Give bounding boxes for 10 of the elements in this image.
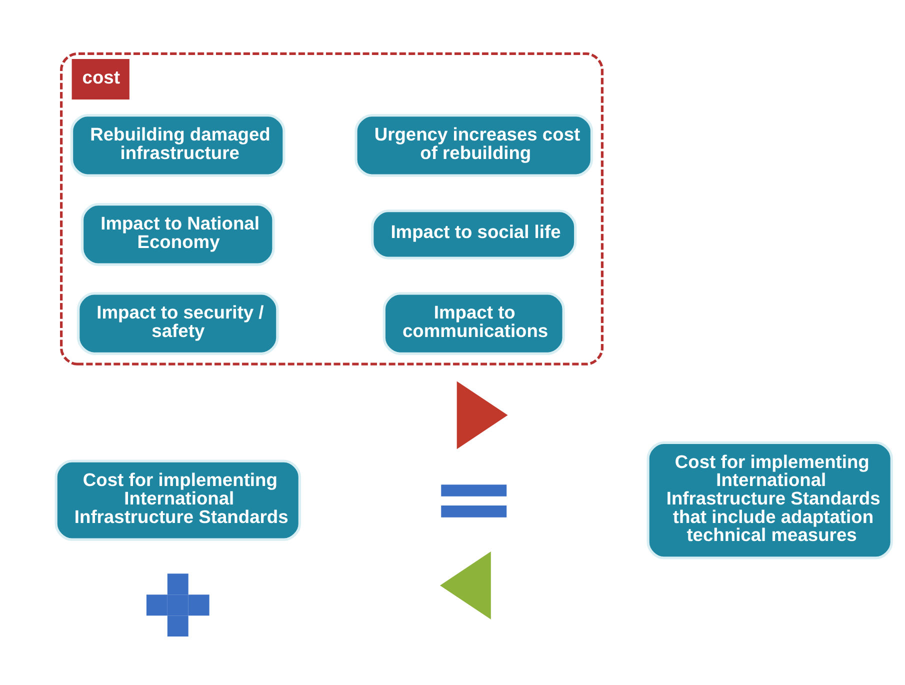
node-box: Impact to National Economy [80,203,275,266]
node-chevron [456,381,508,450]
node-box: Impact to communications [382,292,565,355]
node-box: Impact to security / safety [77,292,279,355]
node-box: Impact to social life [371,210,577,260]
node-box: Rebuilding damaged infrastructure [70,114,286,177]
node-box: Cost for implementing International Infrastructure Standards [54,460,301,541]
node-chevron [440,551,491,620]
node-box: Urgency increases cost of rebuilding [354,114,594,177]
node-box: Cost for implementing International Infrastructure Standards that include adaptation technical measures [646,441,893,560]
